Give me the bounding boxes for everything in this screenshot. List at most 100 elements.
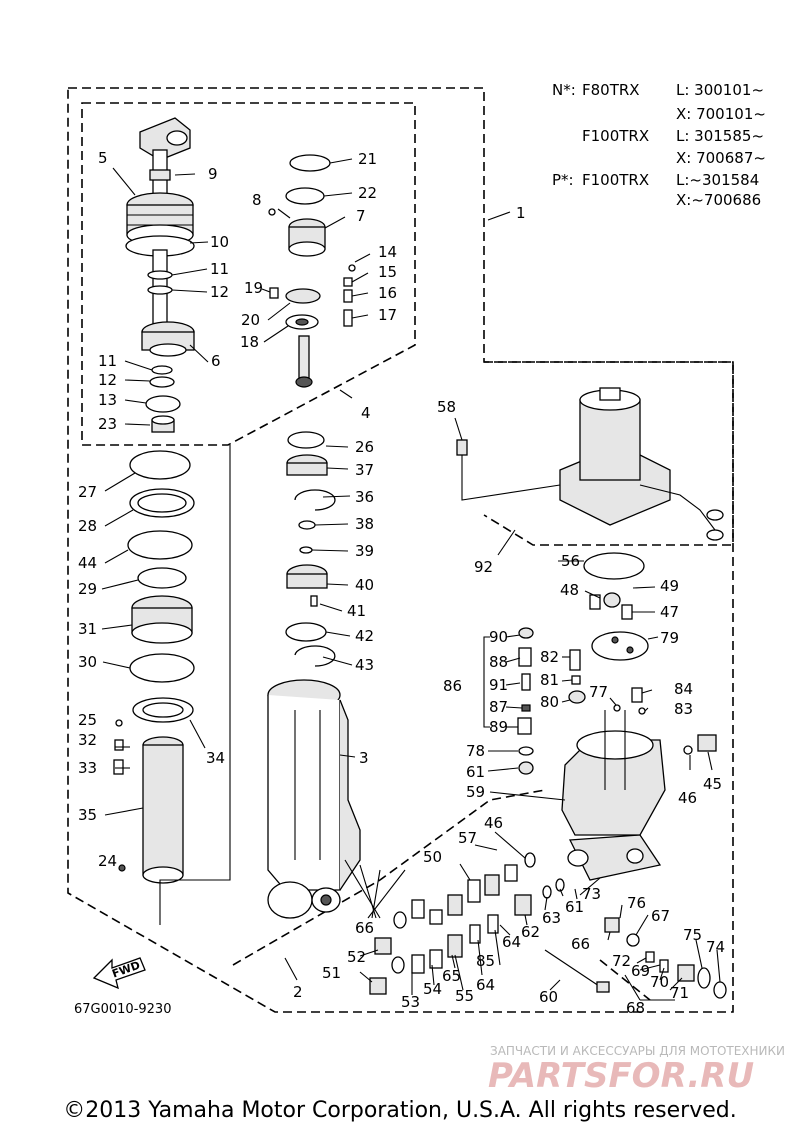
model-3-range-l: L:~301584 <box>676 171 759 189</box>
callout-3: 3 <box>359 749 369 767</box>
callout-79: 79 <box>660 629 679 647</box>
callout-56: 56 <box>561 552 580 570</box>
callout-15: 15 <box>378 263 397 281</box>
callout-72: 72 <box>612 952 631 970</box>
callout-14: 14 <box>378 243 397 261</box>
callout-82: 82 <box>540 648 559 666</box>
callout-70: 70 <box>650 973 669 991</box>
callout-45: 45 <box>703 775 722 793</box>
callout-4: 4 <box>361 404 371 422</box>
callout-55: 55 <box>455 987 474 1005</box>
part-drawings <box>92 117 727 999</box>
valve-group-86 <box>517 627 646 775</box>
assembly-2-boundary <box>232 789 546 966</box>
watermark: ЗАПЧАСТИ И АКСЕССУАРЫ ДЛЯ МОТОТЕХНИКИ PA… <box>488 1044 785 1096</box>
callout-87: 87 <box>489 698 508 716</box>
assembly-68-boundary <box>599 959 651 1001</box>
watermark-tagline: ЗАПЧАСТИ И АКСЕССУАРЫ ДЛЯ МОТОТЕХНИКИ <box>490 1044 785 1058</box>
callout-12-upper: 12 <box>210 283 229 301</box>
piston-rod-upper <box>125 117 195 433</box>
callout-35: 35 <box>78 806 97 824</box>
model-1-range-l: L: 300101~ <box>676 81 764 99</box>
callout-10: 10 <box>210 233 229 251</box>
callout-71: 71 <box>670 984 689 1002</box>
callout-69: 69 <box>631 962 650 980</box>
callout-66-right: 66 <box>571 935 590 953</box>
pump-body <box>561 552 717 881</box>
assembly-1-boundary <box>67 87 734 1013</box>
callout-36: 36 <box>355 488 374 506</box>
callout-8: 8 <box>252 191 262 209</box>
callout-38: 38 <box>355 515 374 533</box>
callout-32: 32 <box>78 731 97 749</box>
assembly-92-boundary <box>483 361 734 546</box>
callout-7: 7 <box>356 207 366 225</box>
model-2-range-x: X: 700687~ <box>676 149 766 167</box>
seal-stack-center <box>285 431 336 667</box>
callout-76: 76 <box>627 894 646 912</box>
model-3-range-x: X:~700686 <box>676 191 761 209</box>
callout-48: 48 <box>560 581 579 599</box>
callout-9: 9 <box>208 165 218 183</box>
pump-motor <box>456 387 724 541</box>
callout-86: 86 <box>443 677 462 695</box>
callout-73: 73 <box>582 885 601 903</box>
callout-80: 80 <box>540 693 559 711</box>
model-1-range-x: X: 700101~ <box>676 105 766 123</box>
callout-12-lower: 12 <box>98 371 117 389</box>
callout-6: 6 <box>211 352 221 370</box>
callout-19: 19 <box>244 279 263 297</box>
callout-29: 29 <box>78 580 97 598</box>
callout-31: 31 <box>78 620 97 638</box>
callout-47: 47 <box>660 603 679 621</box>
callout-88: 88 <box>489 653 508 671</box>
callout-61-lower: 61 <box>565 898 584 916</box>
callout-52: 52 <box>347 948 366 966</box>
tilt-cylinder <box>267 679 361 919</box>
diagram-code: 67G0010-9230 <box>74 1002 171 1017</box>
callout-90: 90 <box>489 628 508 646</box>
model-applicability: N*: F80TRX L: 300101~ X: 700101~ F100TRX… <box>552 81 766 209</box>
callout-16: 16 <box>378 284 397 302</box>
valve-group-upper <box>268 154 356 388</box>
model-3-prefix: P*: <box>552 171 574 189</box>
callout-24: 24 <box>98 852 117 870</box>
callout-67: 67 <box>651 907 670 925</box>
callout-30: 30 <box>78 653 97 671</box>
callout-28: 28 <box>78 517 97 535</box>
callout-42: 42 <box>355 627 374 645</box>
callout-78: 78 <box>466 742 485 760</box>
callout-11-lower: 11 <box>98 352 117 370</box>
callout-81: 81 <box>540 671 559 689</box>
callout-89: 89 <box>489 718 508 736</box>
model-1-name: F80TRX <box>582 81 640 99</box>
valve-group-lower <box>369 852 727 999</box>
callout-58: 58 <box>437 398 456 416</box>
callout-26: 26 <box>355 438 374 456</box>
callout-92: 92 <box>474 558 493 576</box>
callout-59: 59 <box>466 783 485 801</box>
callout-84: 84 <box>674 680 693 698</box>
callout-91: 91 <box>489 676 508 694</box>
callout-21: 21 <box>358 150 377 168</box>
copyright-notice: ©2013 Yamaha Motor Corporation, U.S.A. A… <box>63 1098 737 1123</box>
callout-62: 62 <box>521 923 540 941</box>
seal-stack-left <box>113 450 195 884</box>
callout-23: 23 <box>98 415 117 433</box>
callout-46-right: 46 <box>678 789 697 807</box>
callout-18: 18 <box>240 333 259 351</box>
model-1-prefix: N*: <box>552 81 576 99</box>
callout-49: 49 <box>660 577 679 595</box>
callout-83: 83 <box>674 700 693 718</box>
callout-63: 63 <box>542 909 561 927</box>
callout-85: 85 <box>476 952 495 970</box>
callout-68: 68 <box>626 999 645 1017</box>
callout-11-upper: 11 <box>210 260 229 278</box>
callout-33: 33 <box>78 759 97 777</box>
callout-54: 54 <box>423 980 442 998</box>
leader-lines <box>101 158 721 1001</box>
callout-labels: 1 2 3 4 5 6 7 8 9 10 11 12 11 12 13 14 1… <box>78 149 725 1017</box>
callout-2: 2 <box>293 983 303 1001</box>
callout-25: 25 <box>78 711 97 729</box>
callout-22: 22 <box>358 184 377 202</box>
